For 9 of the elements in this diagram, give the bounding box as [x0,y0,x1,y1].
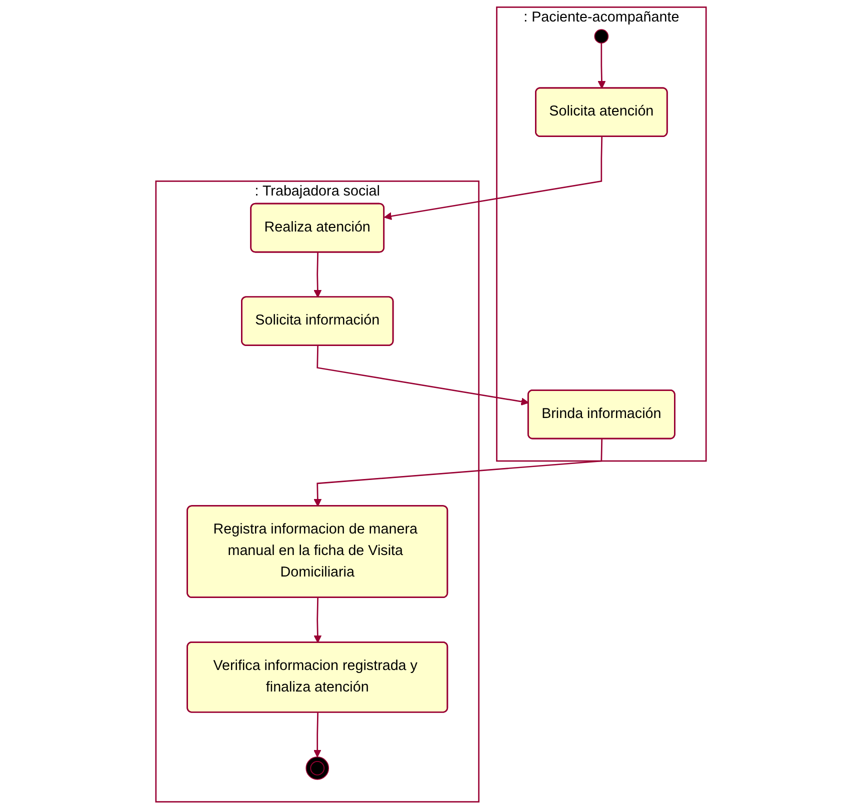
arrow [314,252,322,298]
arrow [598,43,606,89]
arrow [384,136,603,220]
arrow [314,598,322,643]
arrow [314,439,603,507]
node-circle [594,29,609,44]
arrow [316,346,529,406]
node-bullseye [306,756,330,780]
arrow [313,712,322,758]
